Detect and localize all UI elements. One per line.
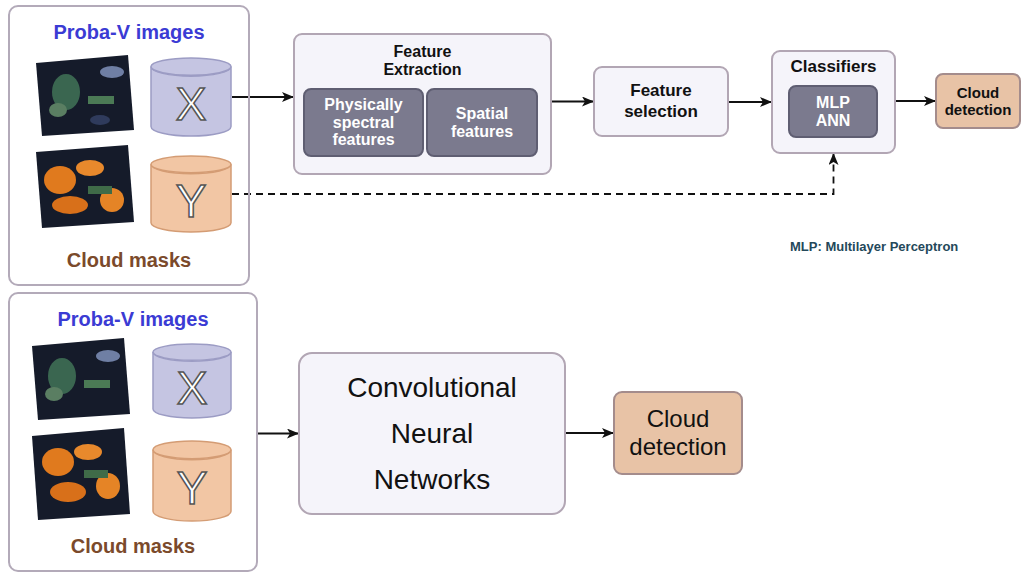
text-column: X (177, 351, 208, 411)
group-box: ClassifiersMLP ANN (771, 50, 896, 154)
flow-arrow (896, 100, 935, 102)
database-cylinder: Y (152, 440, 232, 522)
output-box: Cloud detection (613, 391, 743, 475)
output-box: Cloud detection (935, 73, 1021, 129)
data-panel: Proba-V imagesCloud masks X Y (8, 5, 250, 286)
group-title: Classifiers (774, 58, 894, 77)
text-column: Cloud detection (622, 405, 734, 460)
process-box: Feature selection (593, 66, 729, 137)
text-holder: MLP ANN (790, 87, 876, 136)
text-column: Convolutional Neural Networks (332, 365, 532, 503)
cloud-mask-image (36, 145, 134, 228)
panel-heading: Proba-V images (10, 308, 256, 331)
box-label: Physically spectral features (305, 96, 422, 149)
note-text: MLP: Multilayer Perceptron (790, 239, 958, 254)
process-box: Spatial features (426, 88, 538, 157)
box-label: Convolutional Neural Networks (332, 365, 532, 503)
panel-footer: Cloud masks (10, 249, 248, 272)
flow-arrow (566, 432, 613, 434)
text-column: Y (176, 164, 207, 224)
text-column: Spatial features (442, 105, 522, 140)
text-holder: Feature selection (595, 68, 727, 135)
box-label: Feature selection (606, 81, 716, 122)
dataset-letter: Y (176, 178, 207, 224)
text-holder: Convolutional Neural Networks (300, 354, 564, 513)
panel-heading: Proba-V images (10, 21, 248, 44)
database-cylinder: Y (150, 155, 232, 233)
box-label: Cloud detection (941, 84, 1015, 119)
text-holder: Spatial features (428, 90, 536, 155)
box-label: MLP ANN (808, 94, 858, 129)
text-column: Cloud detection (941, 84, 1015, 119)
text-holder: Physically spectral features (305, 90, 422, 155)
text-column: X (176, 67, 207, 127)
database-cylinder: X (150, 57, 232, 137)
process-box: Physically spectral features (303, 88, 424, 157)
text-holder: Y (150, 155, 232, 233)
text-column: Feature selection (606, 81, 716, 122)
text-column: MLP ANN (808, 94, 858, 129)
proba-v-image (32, 338, 130, 420)
flow-arrow (232, 96, 293, 98)
panel-footer: Cloud masks (10, 535, 256, 558)
text-holder: X (150, 57, 232, 137)
cloud-mask-image (32, 428, 130, 520)
flow-arrow (258, 433, 298, 435)
flow-arrow (729, 101, 771, 103)
box-label: Cloud detection (622, 405, 734, 460)
text-column: Y (177, 451, 208, 511)
group-box: Feature ExtractionPhysically spectral fe… (293, 33, 552, 175)
text-holder: Cloud detection (615, 393, 741, 473)
cnn-box: Convolutional Neural Networks (298, 352, 566, 515)
dataset-letter: X (177, 365, 208, 411)
database-cylinder: X (152, 343, 232, 419)
dataset-letter: X (176, 81, 207, 127)
text-holder: Y (152, 440, 232, 522)
proba-v-image (36, 55, 134, 136)
data-panel: Proba-V imagesCloud masks X Y (8, 292, 258, 572)
group-title: Feature Extraction (365, 43, 480, 78)
text-holder: Cloud detection (937, 75, 1019, 127)
box-label: Spatial features (442, 105, 522, 140)
classifier-box: MLP ANN (788, 85, 878, 138)
dataset-letter: Y (177, 465, 208, 511)
flow-arrow (552, 101, 593, 103)
text-column: Physically spectral features (305, 96, 422, 149)
text-holder: X (152, 343, 232, 419)
